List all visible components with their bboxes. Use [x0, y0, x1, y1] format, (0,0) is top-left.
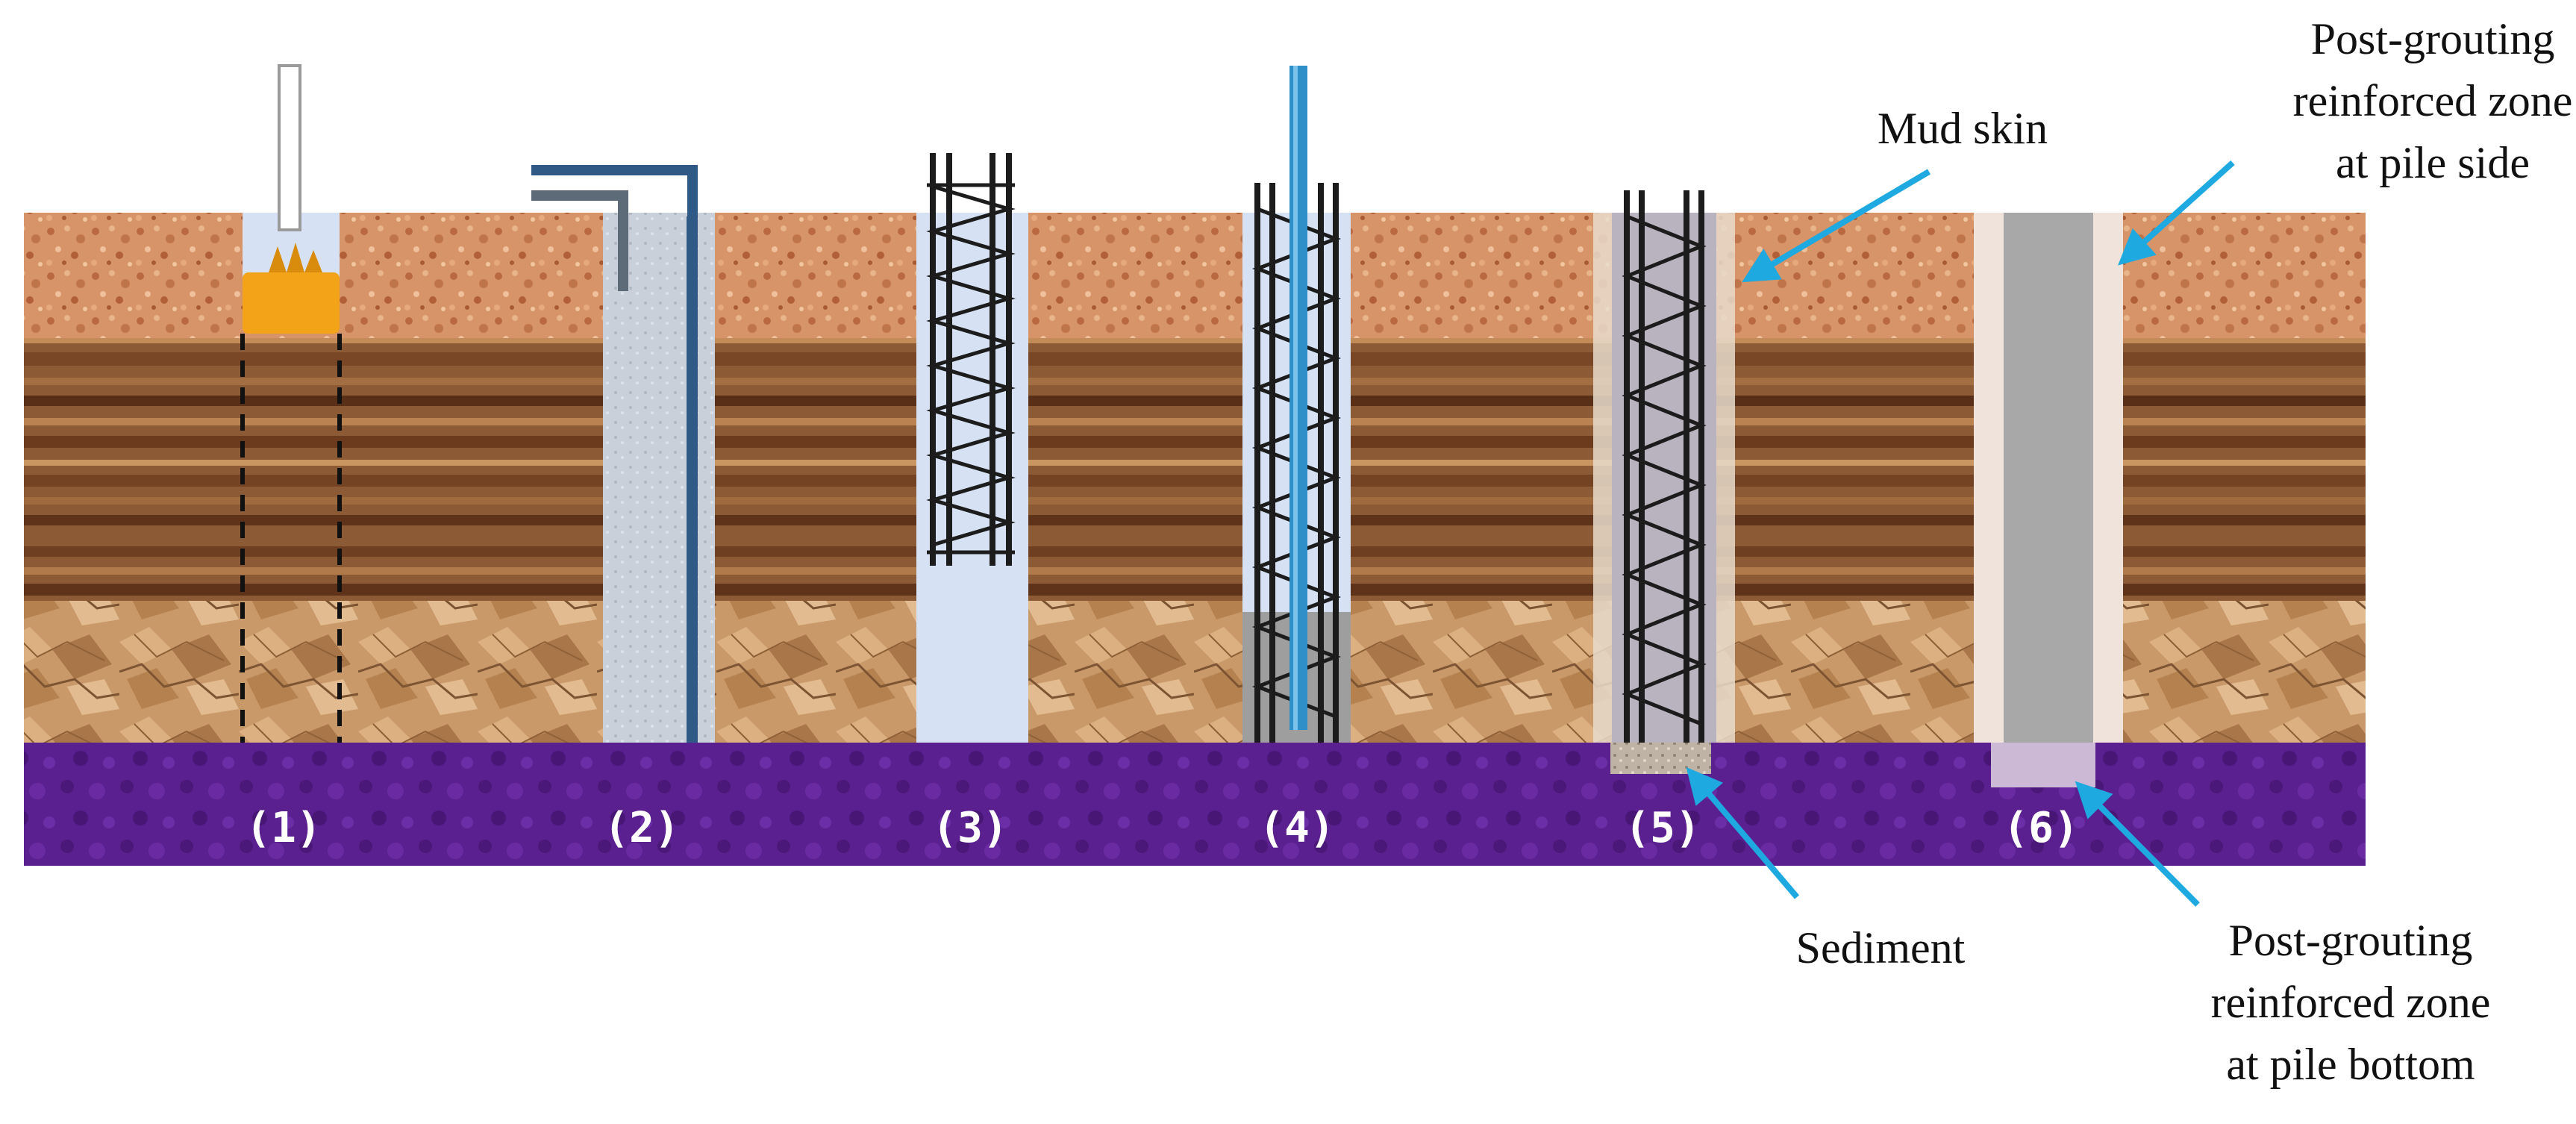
svg-text:reinforced zone: reinforced zone: [2211, 978, 2491, 1027]
step-label-6: (6): [2003, 804, 2078, 852]
step-label-5: (5): [1625, 804, 1700, 852]
pile-concrete-6: [2004, 213, 2093, 743]
drill-teeth: [269, 243, 322, 272]
svg-text:at pile bottom: at pile bottom: [2226, 1040, 2475, 1089]
grout-pipe-long: [531, 165, 698, 743]
drill-rod: [278, 64, 301, 231]
rebar-cage: [926, 153, 1016, 566]
svg-text:Post-grouting: Post-grouting: [2229, 916, 2473, 965]
mud-filled-hole: [603, 213, 715, 743]
step-4-concreting: [1242, 66, 1351, 743]
side-zone-arrow: [2118, 160, 2235, 266]
side-zone-label: Post-grouting reinforced zone at pile si…: [2293, 14, 2573, 187]
step-label-4: (4): [1259, 804, 1334, 852]
sediment-label: Sediment: [1796, 923, 1966, 972]
step-label-1: (1): [246, 804, 321, 852]
step-3-rebar-cage: [916, 153, 1028, 743]
step-label-2: (2): [604, 804, 679, 852]
svg-text:at pile side: at pile side: [2336, 138, 2530, 187]
mud-skin-label: Mud skin: [1878, 104, 2048, 153]
tremie-pipe: [1289, 66, 1307, 730]
step-6-post-grouted-pile: [1974, 213, 2123, 787]
drill-bit: [243, 272, 340, 334]
step-2-mud-filled-hole: [531, 165, 715, 743]
svg-text:Post-grouting: Post-grouting: [2311, 14, 2555, 63]
bottom-zone-label: Post-grouting reinforced zone at pile bo…: [2211, 916, 2491, 1089]
sediment-block: [1610, 743, 1711, 774]
tremie-pipe-highlight: [1293, 66, 1298, 730]
bedrock-layer: [24, 743, 2366, 866]
svg-text:reinforced zone: reinforced zone: [2293, 76, 2573, 125]
bottom-reinforced-zone: [1991, 743, 2095, 787]
step-1-drilling: [240, 64, 342, 743]
mud-skin-arrow: [1742, 169, 1931, 283]
grout-pipe-short: [531, 190, 628, 291]
step-5-completed-pile: [1593, 190, 1735, 774]
sediment-arrow: [1686, 766, 1800, 899]
step-label-3: (3): [932, 804, 1007, 852]
bottom-zone-arrow: [2075, 781, 2200, 907]
rebar-cage-5: [1622, 190, 1707, 743]
